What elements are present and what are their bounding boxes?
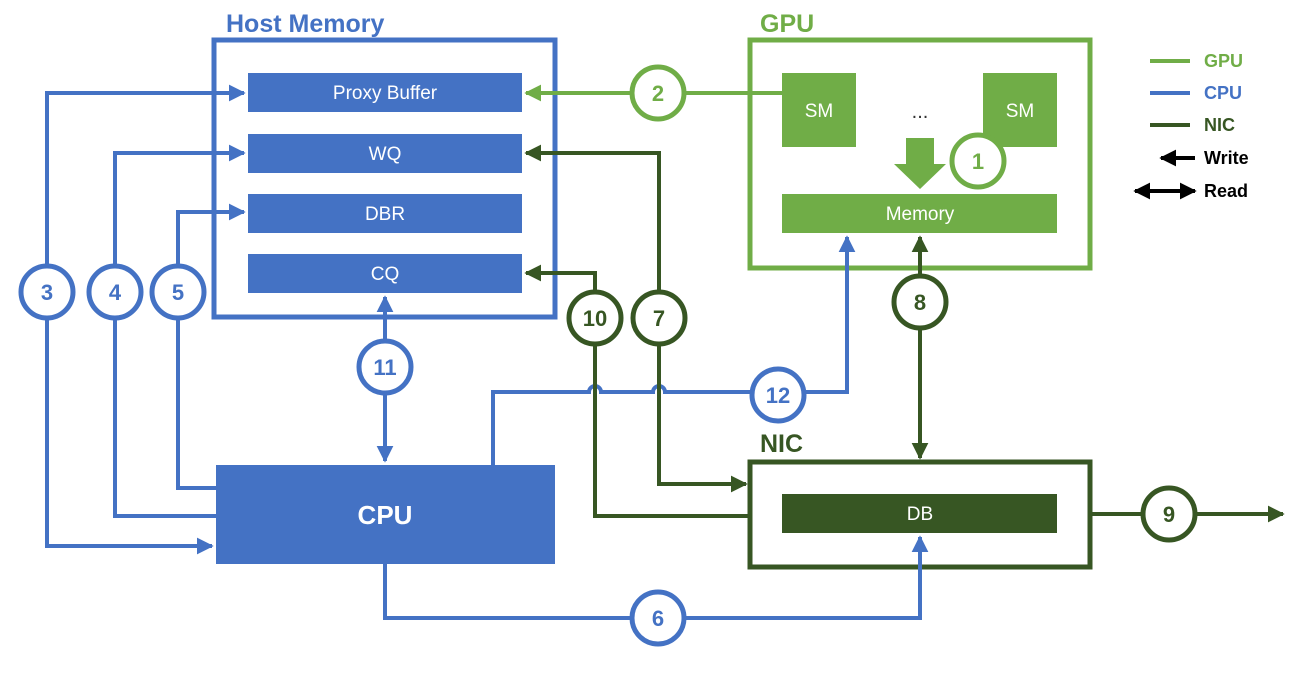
svg-text:5: 5 xyxy=(172,280,184,305)
svg-text:9: 9 xyxy=(1163,502,1175,527)
host-memory-block: Host Memory Proxy Buffer WQ DBR CQ xyxy=(211,10,558,320)
wq-box xyxy=(248,134,522,173)
wq-label: WQ xyxy=(369,144,402,165)
nic-db-label: DB xyxy=(907,504,933,525)
legend-nic-label: NIC xyxy=(1204,115,1235,135)
step-6-badge: 6 xyxy=(629,589,687,647)
svg-text:6: 6 xyxy=(652,606,664,631)
step-5-badge: 5 xyxy=(149,263,207,321)
step-3-badge: 3 xyxy=(18,263,76,321)
step-2-badge: 2 xyxy=(629,64,687,122)
host-memory-title: Host Memory xyxy=(226,10,384,38)
sm-right-label: SM xyxy=(1006,101,1035,122)
gpu-block: GPU SM ... SM Memory xyxy=(747,10,1093,271)
step-7-badge: 7 xyxy=(630,289,688,347)
step-badges: 1 2 3 4 5 6 7 8 xyxy=(18,64,1198,647)
sm-left-label: SM xyxy=(805,101,834,122)
sm-ellipsis: ... xyxy=(912,101,929,123)
cq-box xyxy=(248,254,522,293)
legend-write-label: Write xyxy=(1204,148,1249,168)
nic-block: NIC DB xyxy=(747,430,1093,570)
svg-text:10: 10 xyxy=(583,306,607,331)
legend-cpu-label: CPU xyxy=(1204,83,1242,103)
cq-label: CQ xyxy=(371,264,400,285)
flow-4-line xyxy=(113,144,246,518)
gpu-memory-label: Memory xyxy=(886,204,955,225)
step-4-badge: 4 xyxy=(86,263,144,321)
proxy-buffer-label: Proxy Buffer xyxy=(333,83,438,104)
svg-text:8: 8 xyxy=(914,290,926,315)
svg-text:1: 1 xyxy=(972,149,984,174)
sm-right-box xyxy=(983,73,1057,147)
legend-gpu-label: GPU xyxy=(1204,51,1243,71)
legend: GPU CPU NIC Write Read xyxy=(1133,51,1249,201)
step-12-badge: 12 xyxy=(749,366,807,424)
flow-5-line xyxy=(176,203,246,490)
nic-title: NIC xyxy=(760,430,803,458)
step-11-badge: 11 xyxy=(356,338,414,396)
gpu-write-down-arrow xyxy=(894,138,946,189)
svg-text:7: 7 xyxy=(653,306,665,331)
flow-10-line xyxy=(524,264,750,518)
step-9-badge: 9 xyxy=(1140,485,1198,543)
step-10-badge: 10 xyxy=(566,289,624,347)
proxy-buffer-box xyxy=(248,73,522,112)
nic-db-box xyxy=(782,494,1057,533)
cpu-label: CPU xyxy=(358,500,413,530)
sm-left-box xyxy=(782,73,856,147)
svg-text:11: 11 xyxy=(373,355,396,380)
step-1-badge: 1 xyxy=(949,132,1007,190)
svg-text:12: 12 xyxy=(766,383,790,408)
cpu-box xyxy=(216,465,555,564)
step-8-badge: 8 xyxy=(891,273,949,331)
svg-text:2: 2 xyxy=(652,81,664,106)
dbr-label: DBR xyxy=(365,204,405,225)
svg-text:4: 4 xyxy=(109,280,122,305)
cpu-block: CPU xyxy=(216,465,555,564)
dbr-box xyxy=(248,194,522,233)
legend-read-label: Read xyxy=(1204,181,1248,201)
gpu-memory-box xyxy=(782,194,1057,233)
svg-text:3: 3 xyxy=(41,280,53,305)
gpu-title: GPU xyxy=(760,10,814,38)
